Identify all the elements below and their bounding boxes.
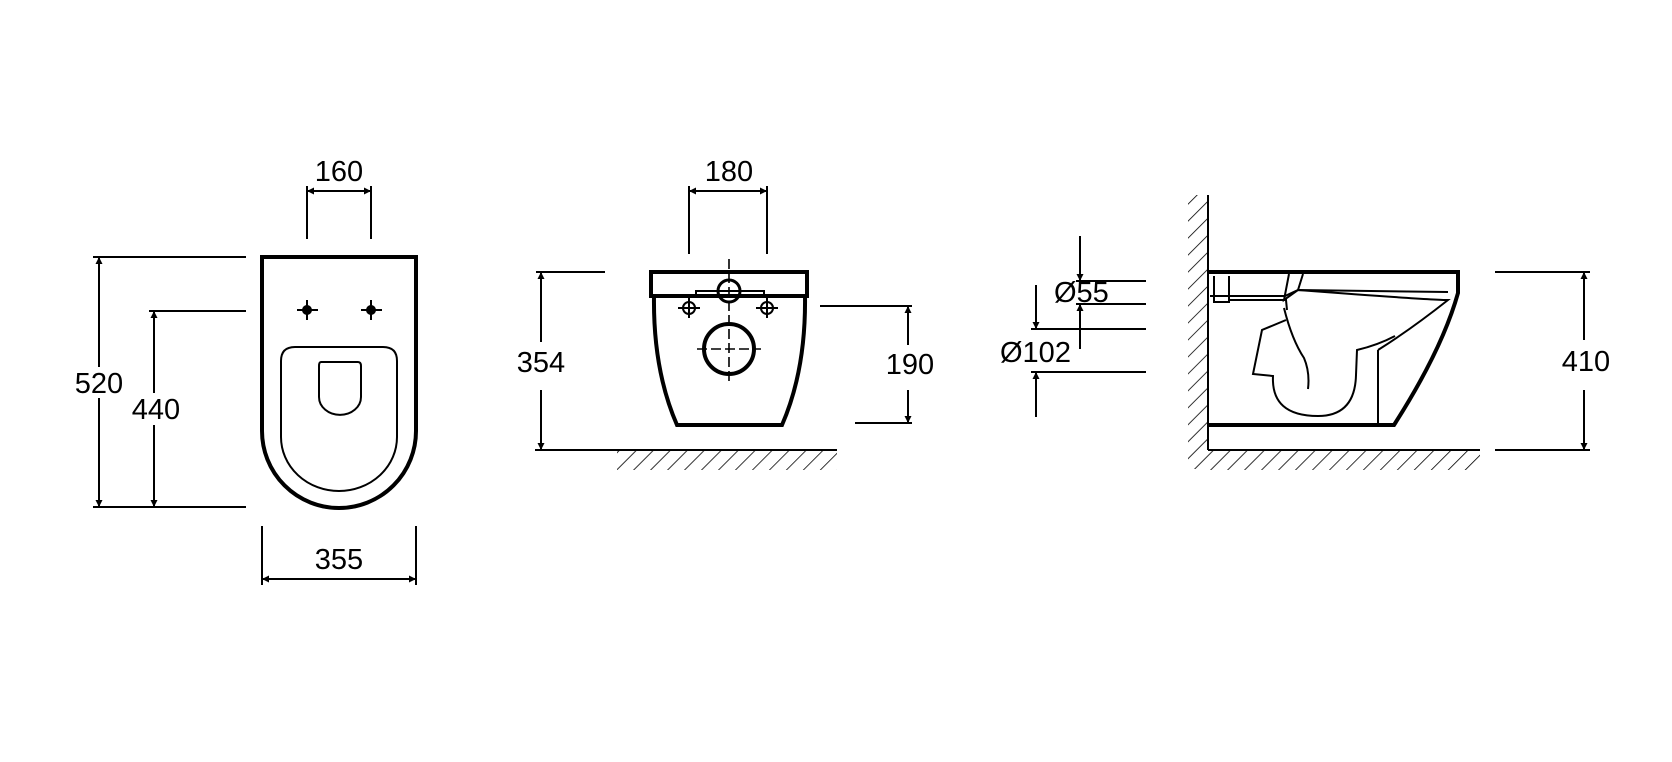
side-rim-lower xyxy=(1210,288,1449,297)
inlet-connector xyxy=(695,278,765,304)
dim-width xyxy=(261,526,417,585)
bolt-hole-right xyxy=(756,298,778,318)
dim-total-height xyxy=(1495,271,1590,451)
dim-total-length-label: 520 xyxy=(75,368,123,400)
dim-height-from-floor-label: 354 xyxy=(517,347,565,379)
dim-total-height-label: 410 xyxy=(1562,346,1610,378)
dim-hole-spacing-label: 160 xyxy=(315,156,363,188)
dim-total-length xyxy=(93,256,246,508)
dim-outlet-diameter xyxy=(1031,285,1146,417)
rear-body xyxy=(651,295,808,427)
flush-channel xyxy=(1282,273,1304,303)
bowl-inner-surface xyxy=(1297,289,1451,351)
dim-outlet-diameter-label: Ø102 xyxy=(1000,337,1071,369)
side-floor-hatch xyxy=(1208,450,1480,470)
top-view: 160 520 440 355 xyxy=(75,156,418,585)
dim-height-from-floor xyxy=(536,271,605,450)
inlet-pipe xyxy=(1213,276,1288,311)
dim-width-label: 355 xyxy=(315,544,363,576)
side-view: 410 xyxy=(1188,195,1610,470)
drain-recess xyxy=(318,361,362,416)
side-body-outline xyxy=(1208,270,1460,427)
outlet-hole xyxy=(697,322,761,376)
dim-outlet-height-label: 190 xyxy=(886,349,934,381)
dim-outlet-height xyxy=(820,305,912,424)
dim-fixing-to-front-label: 440 xyxy=(132,394,180,426)
dim-fixing-to-front xyxy=(149,310,246,507)
dim-bolt-spacing xyxy=(688,186,768,254)
dim-hole-spacing xyxy=(306,186,372,239)
bowl-outline xyxy=(260,255,418,510)
seat-opening xyxy=(280,346,398,492)
dim-inlet-diameter xyxy=(1076,236,1146,349)
pipe-detail: Ø55 Ø102 xyxy=(1000,236,1146,417)
fixing-hole-right xyxy=(361,300,382,320)
dim-inlet-diameter-label: Ø55 xyxy=(1054,277,1109,309)
rear-view: 180 354 190 xyxy=(517,156,934,470)
wall-hatch xyxy=(1188,195,1208,469)
fixing-hole-left xyxy=(297,300,318,320)
dim-bolt-spacing-label: 180 xyxy=(705,156,753,188)
trap-siphon xyxy=(1251,307,1396,425)
floor-hatch xyxy=(617,450,837,470)
bolt-hole-left xyxy=(678,298,700,318)
